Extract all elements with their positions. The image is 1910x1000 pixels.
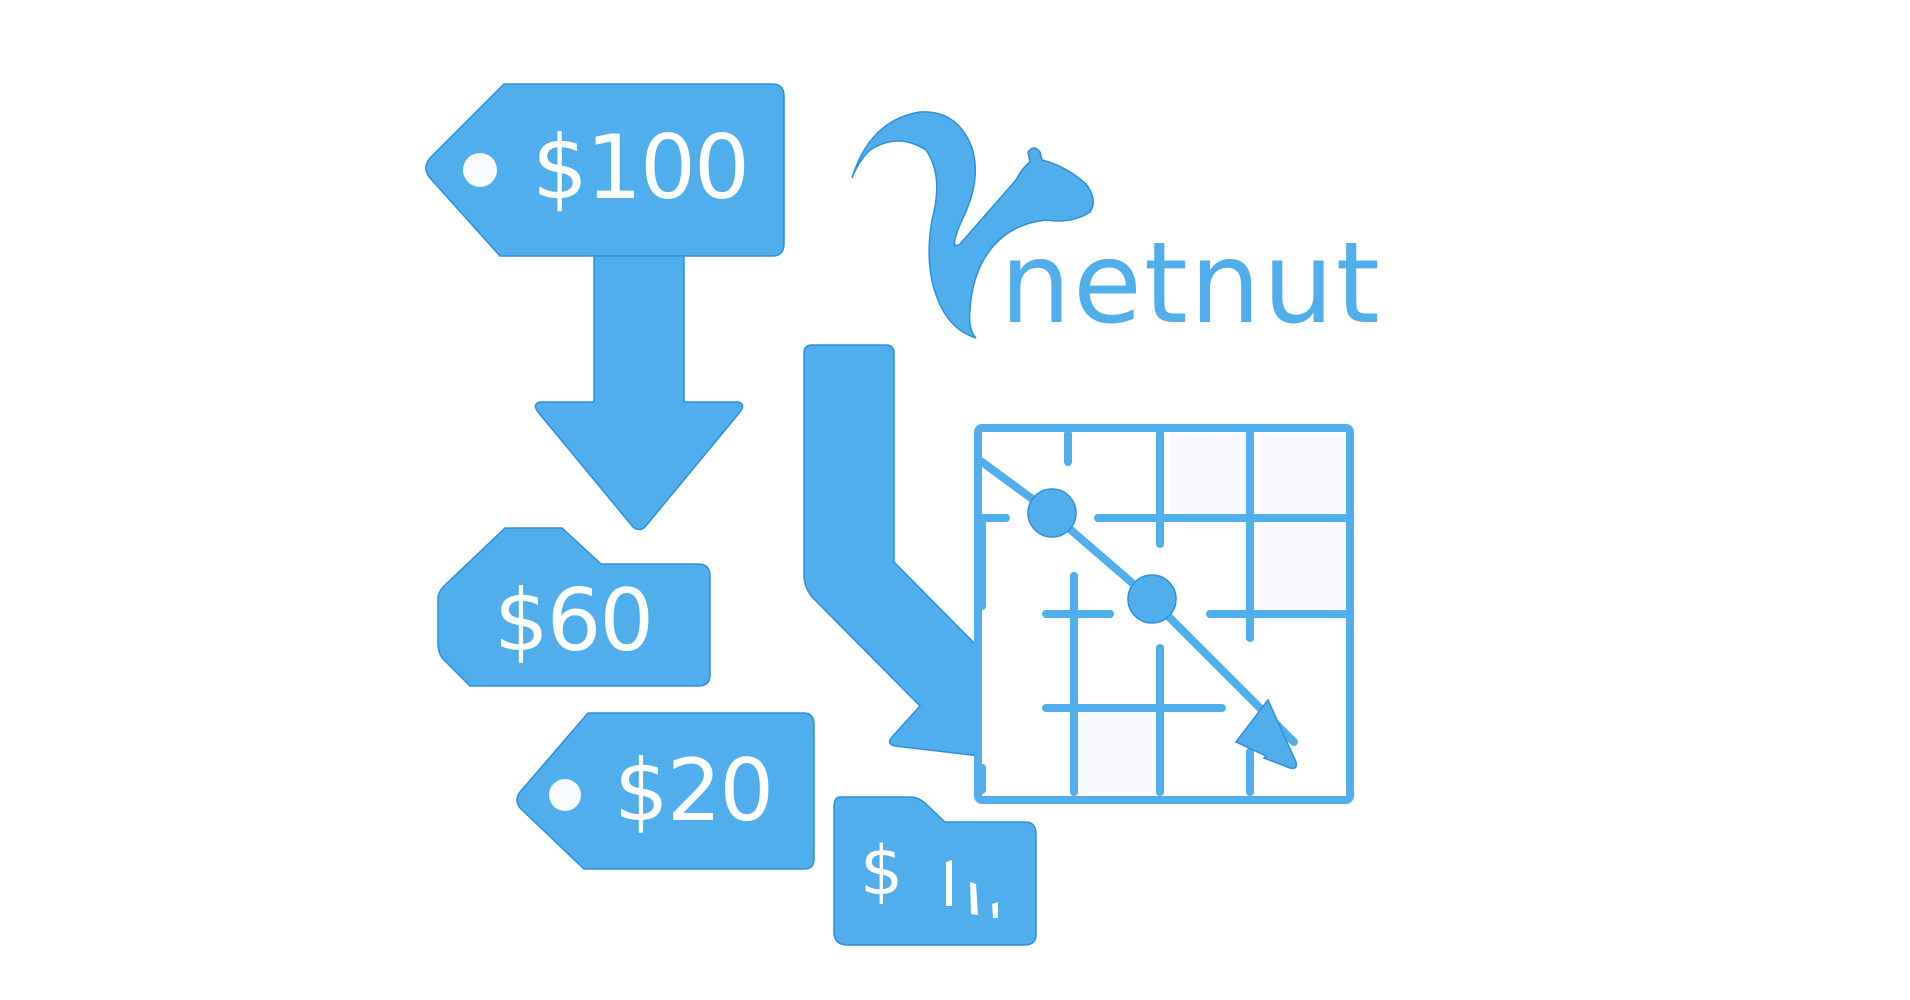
price-label-60: $60: [494, 571, 654, 671]
arrow-down-icon: [534, 255, 744, 531]
brand-wordmark: netnut: [1000, 219, 1382, 349]
price-tag-icon: [425, 83, 785, 257]
price-tag-60: [437, 527, 711, 687]
folder-dollar-label: $: [860, 832, 903, 911]
price-label-20: $20: [614, 741, 774, 841]
price-label-100: $100: [532, 116, 750, 219]
price-tag-20: [516, 712, 815, 870]
folder-bar-chart-icon: [833, 796, 1037, 946]
squirrel-logo-icon: [851, 111, 1094, 339]
